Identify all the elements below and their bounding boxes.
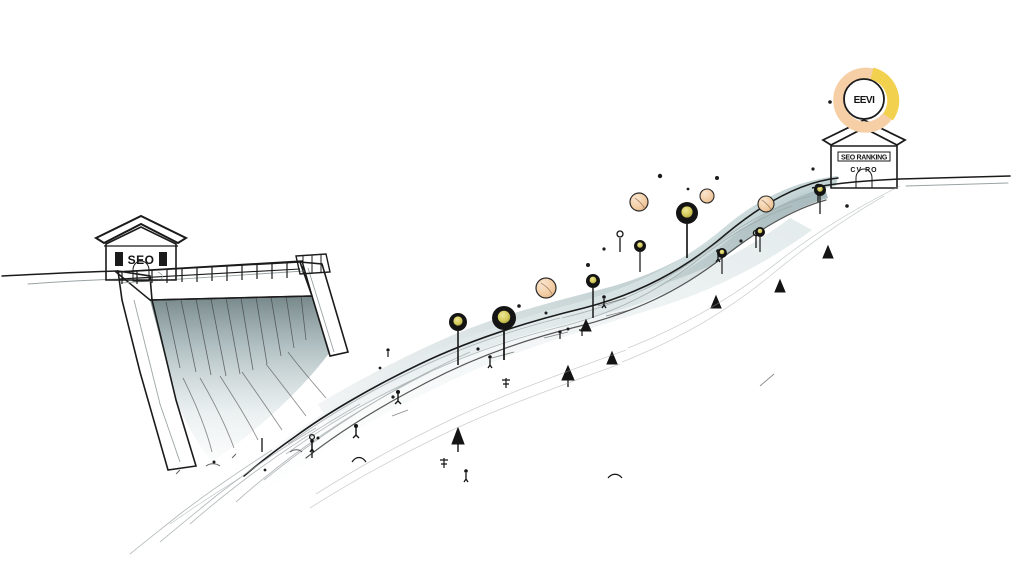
dam-facade-scuff	[157, 271, 163, 280]
hilltop-subsign-label: CV RO	[850, 167, 877, 174]
dam-right-wing-seam	[307, 267, 335, 353]
terrain-contours	[169, 185, 901, 525]
ground-line-right	[899, 175, 1011, 180]
tree-group	[451, 244, 834, 452]
river-upper-bank-line	[243, 177, 839, 477]
traffic-river	[129, 176, 839, 555]
conversion-donut-chart[interactable]: EEVI	[833, 67, 900, 133]
donut-track	[833, 67, 892, 133]
lamp-3[interactable]	[586, 274, 600, 318]
ground-line-right-secondary	[905, 182, 1009, 187]
spillway-streaks	[165, 295, 307, 377]
dam-building-roof-ridge	[103, 223, 179, 244]
donut-center-label: EEVI	[854, 95, 876, 106]
bubble-4	[757, 195, 775, 213]
lamp-4[interactable]	[634, 240, 646, 272]
river-lower-bank	[262, 218, 812, 494]
floating-bubbles	[535, 188, 775, 299]
spillway-water-fill	[150, 296, 330, 462]
hilltop-facade	[830, 145, 898, 189]
dam-abutment-gate-slots	[302, 255, 322, 273]
lamp-6[interactable]	[717, 248, 727, 274]
shrub-group	[351, 328, 623, 479]
spillway-lower-streaks	[182, 351, 327, 453]
dam-left-wing-seam	[133, 299, 181, 463]
river-flow-lines	[129, 195, 811, 555]
speck-dots	[212, 100, 849, 472]
dam-sign-label: SEO	[128, 253, 155, 267]
dam-right-abutment	[295, 253, 331, 275]
bubble-3	[699, 188, 715, 204]
hill-crest-line	[811, 178, 901, 189]
left-dam-structure[interactable]: SEO	[93, 214, 189, 282]
hilltop-sign-plate	[837, 151, 891, 162]
dam-building-window-left	[115, 252, 123, 266]
dam-building-facade	[105, 226, 177, 281]
lower-left-marks	[175, 449, 303, 475]
donut-center-disc	[843, 78, 885, 120]
hilltop-door	[855, 168, 873, 189]
lamp-markers	[449, 184, 826, 365]
lamp-2[interactable]	[492, 306, 516, 360]
dam-left-wing-wall	[117, 270, 198, 471]
right-hilltop-building[interactable]: SEO RANKING CV RO	[811, 118, 907, 189]
dam-building-window-right	[159, 252, 167, 266]
lamp-1[interactable]	[449, 313, 467, 365]
donut-highlight-arc	[870, 67, 900, 121]
river-body	[246, 176, 838, 470]
dam-building-door	[132, 260, 150, 282]
bubble-2	[629, 192, 649, 212]
bubble-1	[535, 277, 557, 299]
hilltop-sign-label: SEO RANKING	[841, 155, 888, 162]
lamp-5[interactable]	[676, 202, 698, 258]
river-lower-bank-line	[305, 199, 827, 459]
hilltop-roof	[821, 118, 907, 147]
railing-top-rail	[117, 261, 301, 273]
lamp-7[interactable]	[755, 227, 765, 252]
river-ripple-ticks	[391, 297, 775, 417]
